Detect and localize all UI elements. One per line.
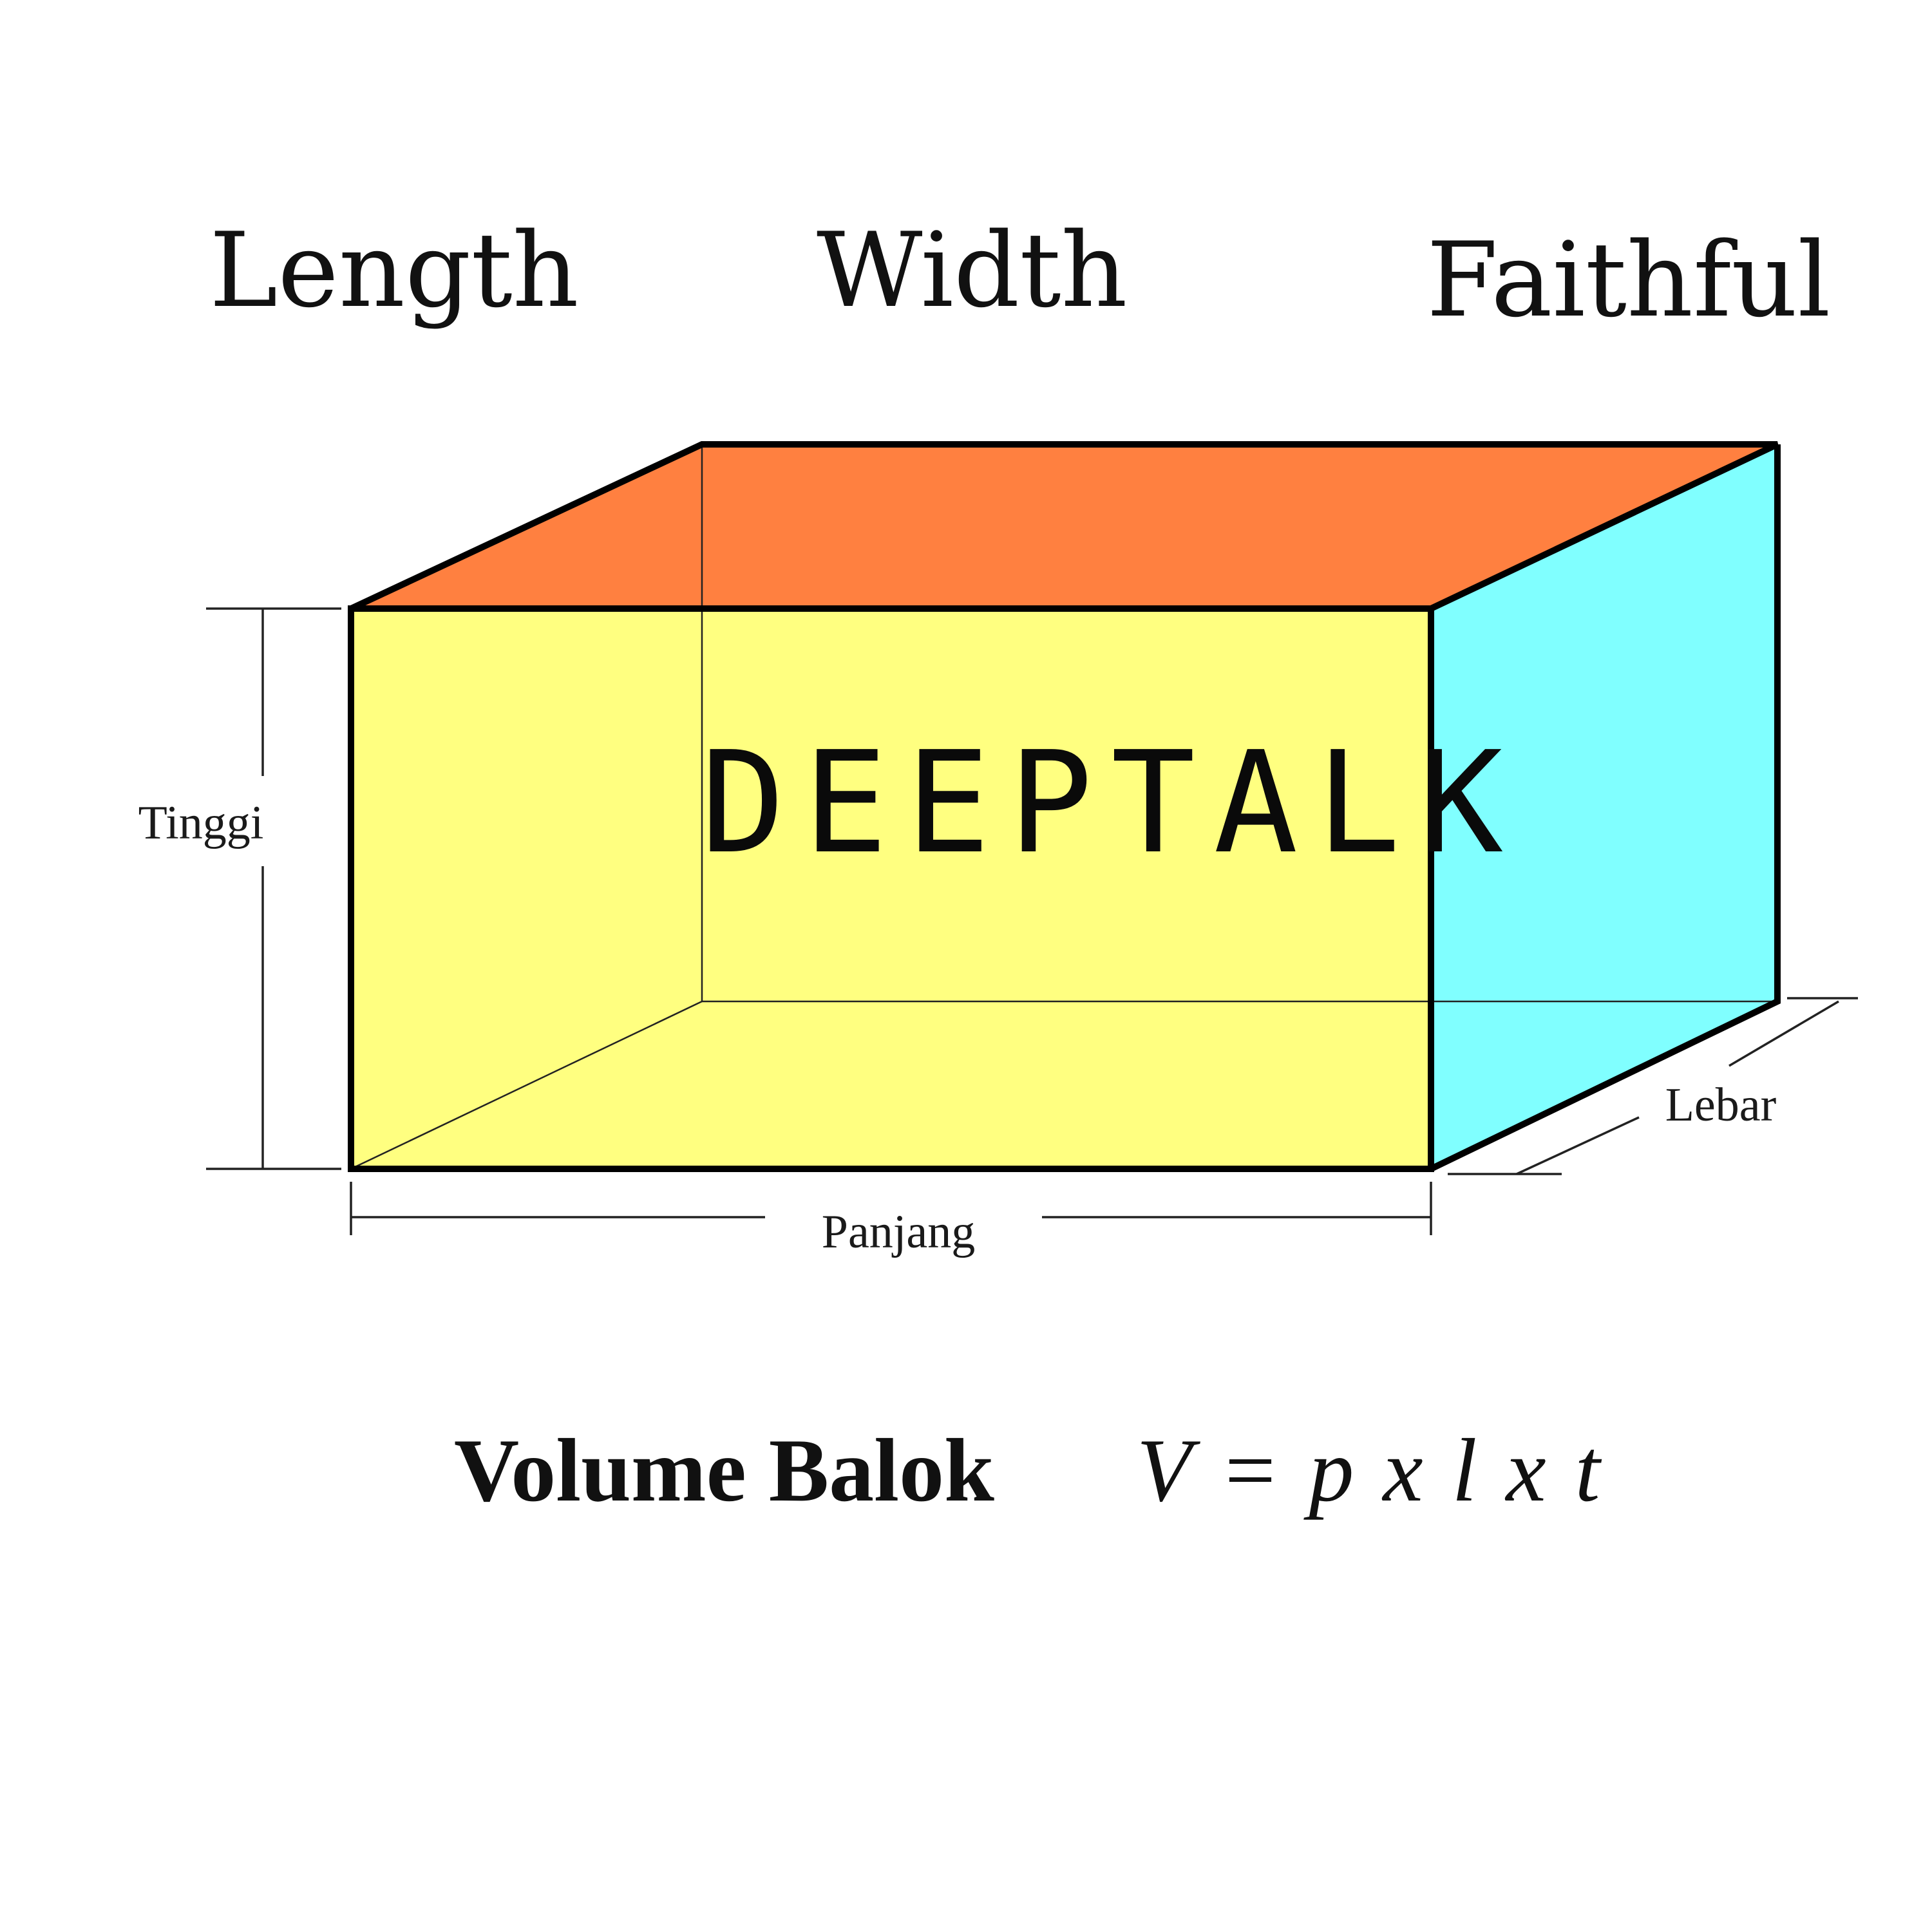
length-label: Panjang: [822, 1206, 975, 1258]
width-line-upper: [1728, 1000, 1839, 1067]
cuboid-visible-edges: [348, 441, 1781, 1172]
header-word-length: Length: [209, 210, 579, 330]
top-face-outline: [349, 441, 1779, 612]
cuboid-top-face: [351, 444, 1777, 609]
side-face-outline: [1429, 444, 1781, 1172]
header-word-width: Width: [817, 210, 1128, 330]
watermark-text: DEEPTALK: [701, 722, 1521, 885]
formula-title: Volume Balok: [454, 1421, 994, 1520]
height-dimension: Tinggi: [138, 607, 341, 1170]
formula-equation: V = p x l x t: [1137, 1421, 1602, 1520]
width-label: Lebar: [1665, 1079, 1777, 1132]
length-dimension: Panjang: [350, 1182, 1432, 1258]
cuboid-side-face: [1431, 444, 1777, 1169]
width-line-lower: [1516, 1116, 1640, 1175]
cuboid-hidden-edges: [350, 444, 1777, 1170]
cuboid-front-face: [351, 609, 1431, 1169]
header-word-faithful: Faithful: [1426, 220, 1831, 340]
width-dimension: Lebar: [1448, 997, 1858, 1175]
hidden-edge-diagonal: [350, 1000, 703, 1170]
height-label: Tinggi: [138, 797, 264, 849]
